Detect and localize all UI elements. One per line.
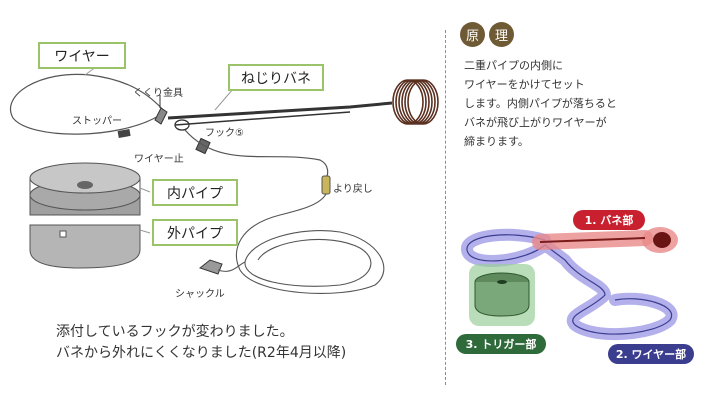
stopper-part [117, 129, 131, 138]
wire-loop [10, 73, 166, 135]
principle-description: 二重パイプの内側に ワイヤーをかけてセット します。内側パイプが落ちると バネが… [464, 56, 684, 151]
part-label-spring: 1. バネ部 [573, 210, 645, 230]
change-notice: 添付しているフックが変わりました。 バネから外れにくくなりました(R2年4月以降… [56, 322, 346, 364]
swivel-part [321, 175, 331, 195]
tail-wire-coil [235, 193, 385, 294]
label-wire: ワイヤー [38, 42, 126, 69]
principle-line: ワイヤーをかけてセット [464, 78, 585, 91]
label-swivel: より戻し [333, 184, 373, 195]
principle-line: します。内側パイプが落ちると [464, 97, 617, 110]
pipe-assembly [29, 162, 141, 269]
label-stopper: ストッパー [72, 116, 122, 127]
parts-diagram [461, 227, 678, 340]
principle-badge-2: 理 [489, 22, 514, 47]
hook-ring [174, 119, 190, 131]
principle-badge-1: 原 [460, 22, 485, 47]
label-twist-spring: ねじりバネ [228, 64, 324, 91]
coil-spring [392, 79, 439, 125]
shackle-part [198, 259, 223, 275]
part-label-trigger: 3. トリガー部 [456, 334, 546, 354]
notice-line-1: 添付しているフックが変わりました。 [56, 324, 294, 340]
kukuri-fitting-part [154, 107, 168, 125]
spring-arm [167, 101, 393, 120]
label-hook: フック⑤ [205, 128, 244, 139]
label-shackle: シャックル [175, 289, 225, 300]
label-inner-pipe: 内パイプ [152, 179, 238, 206]
label-wire-stop: ワイヤー止 [134, 154, 184, 165]
label-outer-pipe: 外パイプ [152, 219, 238, 246]
part-label-wire: 2. ワイヤー部 [608, 344, 694, 364]
wire-stop-part [195, 137, 211, 155]
principle-line: 二重パイプの内側に [464, 59, 563, 72]
label-kukuri-fitting: くくり金具 [133, 88, 183, 99]
spring-coil-mini [653, 232, 671, 248]
notice-line-2: バネから外れにくくなりました(R2年4月以降) [56, 345, 347, 361]
section-divider [445, 30, 446, 385]
principle-line: バネが飛び上がりワイヤーが [464, 116, 607, 129]
principle-line: 締まります。 [464, 135, 529, 148]
snare-trap-diagram [10, 54, 439, 294]
